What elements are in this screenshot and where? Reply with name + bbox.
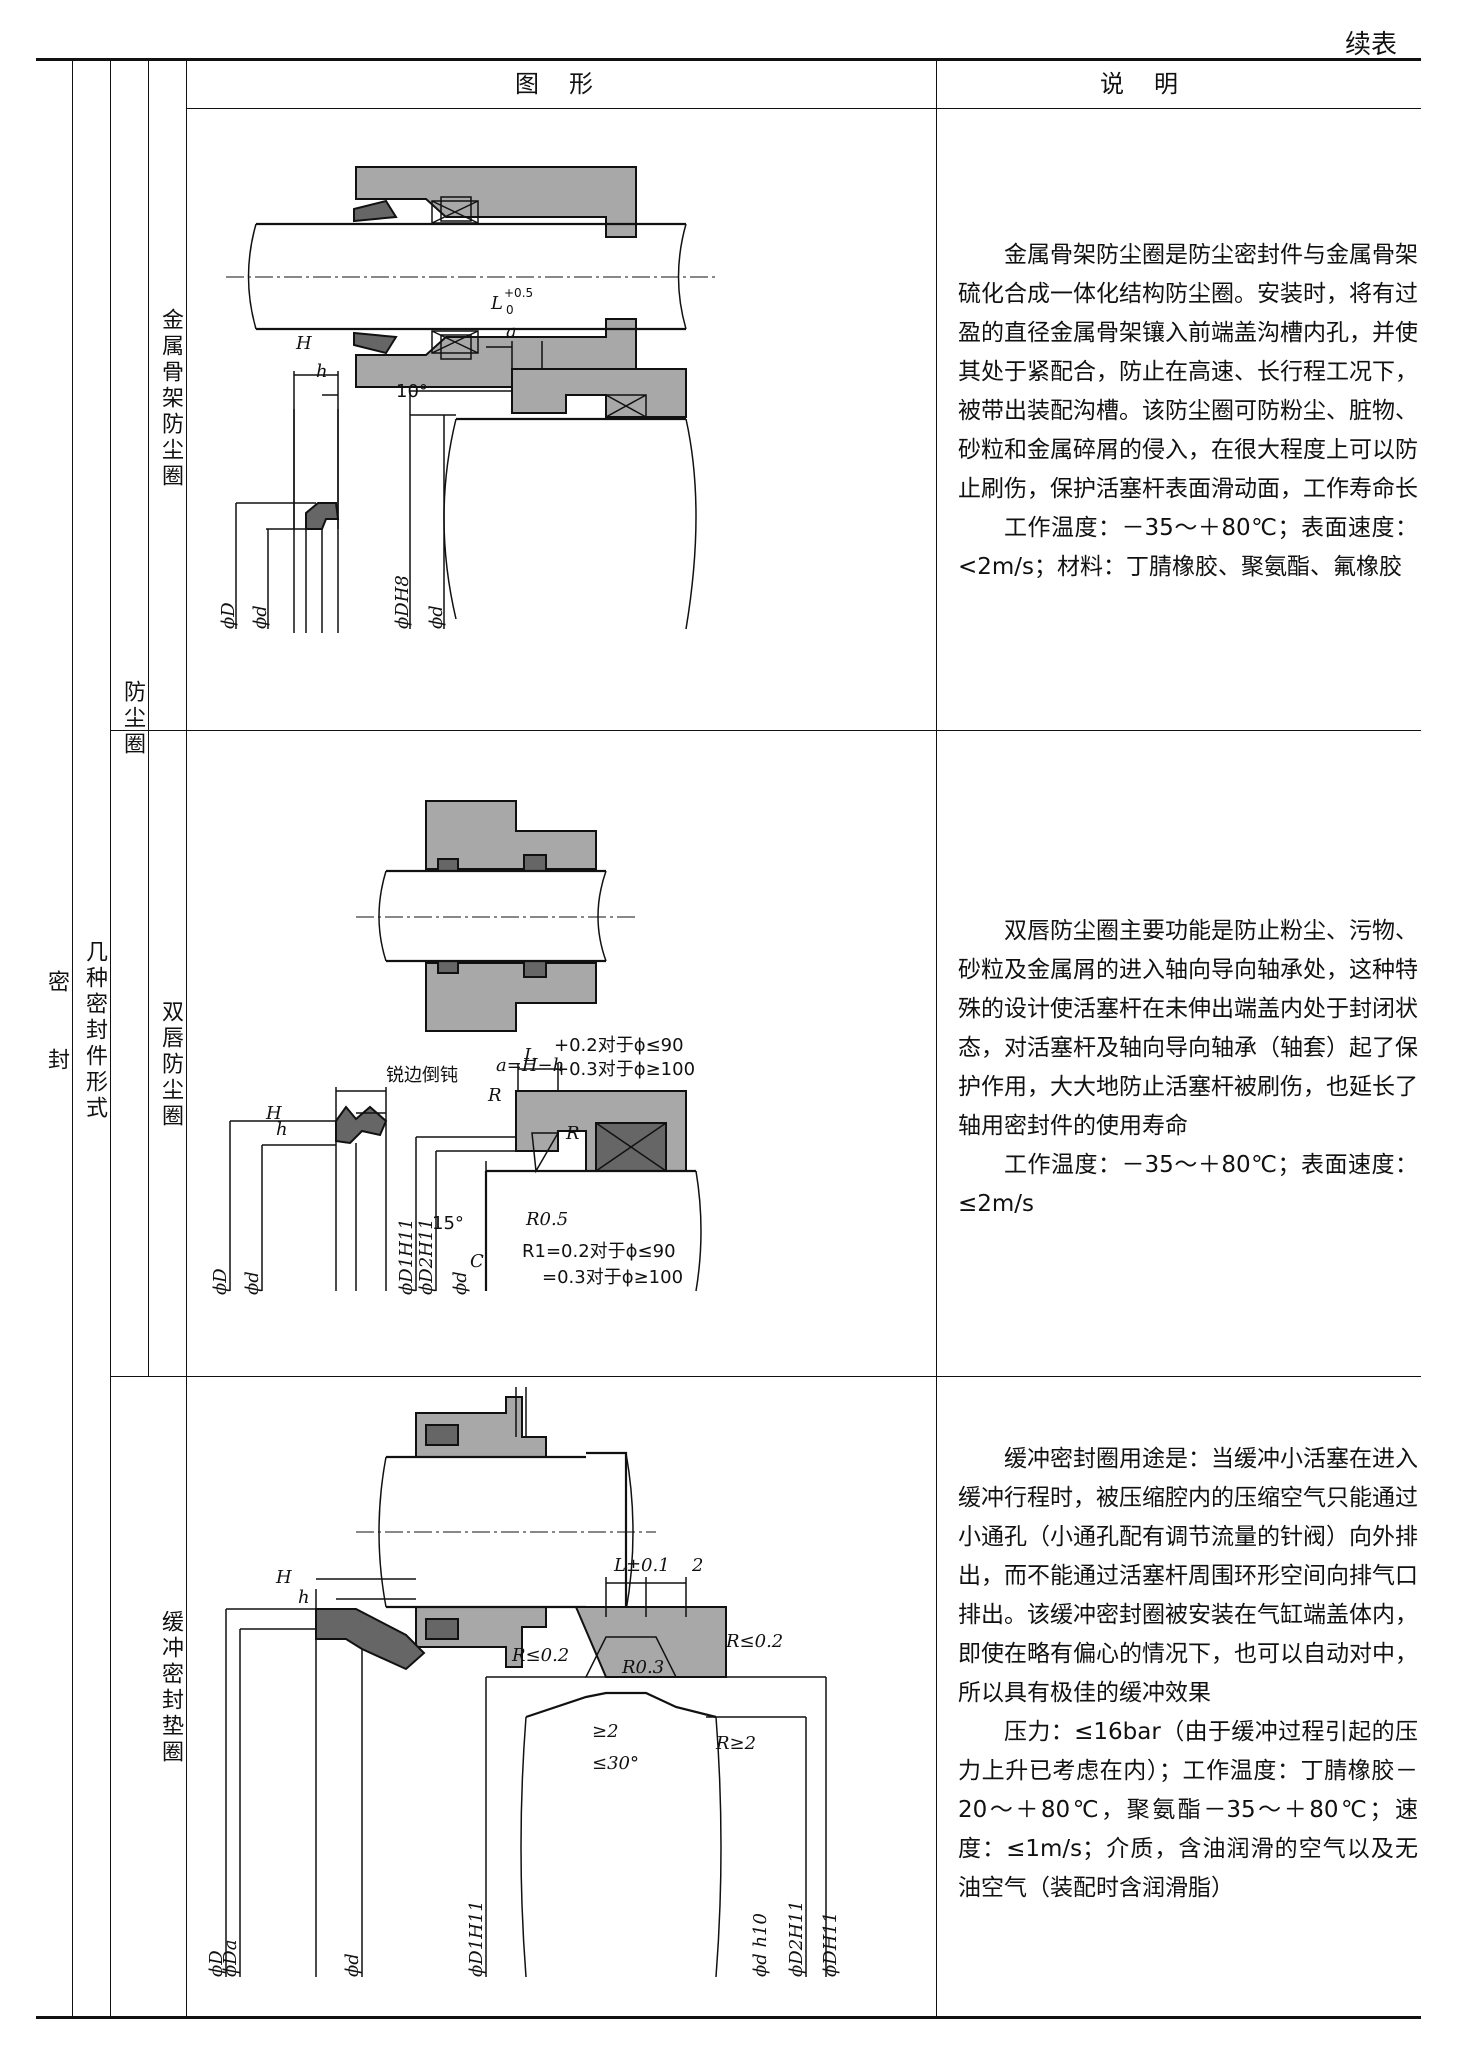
svg-text:R≥2: R≥2	[715, 1733, 756, 1754]
svg-text:R0.5: R0.5	[525, 1209, 568, 1230]
svg-text:R0.3: R0.3	[621, 1657, 664, 1678]
svg-text:ϕd: ϕd	[426, 605, 447, 629]
svg-text:2: 2	[691, 1555, 703, 1576]
svg-text:ϕD2H11: ϕD2H11	[786, 1900, 807, 1977]
row3-seal-section	[225, 1578, 426, 1977]
row1-desc-para-2: 工作温度：－35～＋80℃；表面速度：<2m/s；材料：丁腈橡胶、聚氨酯、氟橡胶	[958, 515, 1418, 580]
row1-assembly-drawing	[226, 166, 716, 388]
row1-groove-section	[409, 341, 697, 630]
svg-text:ϕd: ϕd	[342, 1953, 363, 1977]
row2-assembly-drawing	[356, 800, 636, 1032]
row3-name: 缓冲密封垫圈	[158, 1610, 183, 1766]
svg-text:R: R	[487, 1085, 502, 1106]
svg-text:a: a	[506, 321, 517, 342]
svg-text:ϕD: ϕD	[206, 1950, 227, 1977]
header-description: 说明	[1100, 70, 1208, 98]
row2-groove-section	[415, 1063, 702, 1292]
svg-text:ϕD2H11: ϕD2H11	[416, 1218, 437, 1295]
svg-text:h: h	[298, 1587, 310, 1608]
svg-text:ϕDa: ϕDa	[220, 1940, 241, 1977]
header-rule	[186, 108, 1421, 109]
svg-text:R1=0.2对于ϕ≤90: R1=0.2对于ϕ≤90	[522, 1241, 676, 1262]
row3-desc-para-2: 压力：≤16bar（由于缓冲过程引起的压力上升已考虑在内）；工作温度：丁腈橡胶－…	[958, 1719, 1418, 1901]
row2-figure: a=H−h H h ϕD ϕd 锐边倒钝 R R L +0.2对于ϕ≤90 +0…	[210, 800, 702, 1295]
row2-desc-para-2: 工作温度：－35～＋80℃；表面速度：≤2m/s	[958, 1152, 1418, 1217]
row2-seal-section	[229, 1087, 388, 1291]
svg-text:锐边倒钝: 锐边倒钝	[386, 1065, 458, 1086]
svg-text:10°: 10°	[396, 381, 428, 402]
svg-text:R≤0.2: R≤0.2	[511, 1645, 569, 1666]
svg-text:≥2: ≥2	[592, 1721, 619, 1742]
row1-description: 金属骨架防尘圈是防尘密封件与金属骨架硫化合成一体化结构防尘圈。安装时，将有过盈的…	[958, 236, 1418, 587]
col-divider-4	[186, 58, 187, 2016]
svg-text:H: H	[275, 1567, 292, 1588]
col-divider-3	[148, 58, 149, 1376]
svg-text:ϕD: ϕD	[210, 1268, 231, 1295]
category-seal-types: 几种密封件形式	[82, 940, 107, 1122]
svg-text:L: L	[523, 1045, 536, 1066]
row2-description: 双唇防尘圈主要功能是防止粉尘、污物、砂粒及金属屑的进入轴向导向轴承处，这种特殊的…	[958, 912, 1418, 1224]
svg-text:h: h	[316, 361, 328, 382]
svg-text:R≤0.2: R≤0.2	[725, 1631, 783, 1652]
svg-text:+0.5: +0.5	[504, 286, 533, 300]
svg-text:h: h	[276, 1119, 288, 1140]
svg-text:ϕd: ϕd	[242, 1271, 263, 1295]
row2-rule	[110, 1376, 1421, 1377]
continued-label: 续表	[1344, 30, 1397, 60]
svg-text:=0.3对于ϕ≥100: =0.3对于ϕ≥100	[542, 1267, 683, 1288]
svg-text:ϕD: ϕD	[218, 602, 239, 629]
svg-text:a=H−h: a=H−h	[496, 1055, 564, 1076]
svg-text:ϕd h10: ϕd h10	[750, 1913, 771, 1977]
svg-text:L: L	[490, 293, 503, 314]
row3-groove-section	[485, 1577, 827, 1978]
row3-desc-para-1: 缓冲密封圈用途是：当缓冲小活塞在进入缓冲行程时，被压缩腔内的压缩空气只能通过小通…	[958, 1446, 1418, 1706]
svg-text:R: R	[565, 1123, 580, 1144]
svg-text:H: H	[265, 1103, 282, 1124]
row1-rule	[148, 730, 1421, 731]
category-seal: 密封	[44, 970, 69, 1126]
header-figure: 图形	[515, 70, 623, 98]
svg-text:0: 0	[506, 303, 514, 317]
col3-end-rule	[110, 730, 148, 731]
svg-text:ϕDH8: ϕDH8	[392, 575, 413, 629]
row2-name: 双唇防尘圈	[158, 1000, 183, 1130]
svg-text:L±0.1: L±0.1	[613, 1555, 670, 1576]
svg-text:ϕd: ϕd	[250, 605, 271, 629]
svg-text:ϕDH11: ϕDH11	[820, 1912, 841, 1977]
table-bottom-rule	[36, 2016, 1421, 2019]
svg-text:+0.2对于ϕ≤90: +0.2对于ϕ≤90	[554, 1035, 684, 1056]
svg-text:15°: 15°	[432, 1213, 464, 1234]
category-dust-ring: 防尘圈	[120, 680, 145, 758]
svg-text:ϕd: ϕd	[450, 1271, 471, 1295]
row1-seal-section	[235, 371, 340, 633]
row3-figure: H h ϕD ϕDa ϕd L±0.1 2 R≤0.2 R≤0.2 R0.3 ≥…	[206, 1387, 841, 1978]
svg-text:H: H	[295, 333, 312, 354]
svg-text:ϕD1H11: ϕD1H11	[396, 1218, 417, 1295]
row1-name: 金属骨架防尘圈	[158, 308, 183, 490]
row1-desc-para-1: 金属骨架防尘圈是防尘密封件与金属骨架硫化合成一体化结构防尘圈。安装时，将有过盈的…	[958, 242, 1418, 502]
svg-text:≤30°: ≤30°	[592, 1753, 639, 1774]
row1-figure: H h a L+0.5 0 10° ϕD ϕd ϕDH8 ϕd	[218, 166, 716, 633]
col-divider-1	[72, 58, 73, 2016]
col-divider-5	[936, 58, 937, 2016]
svg-text:+0.3对于ϕ≥100: +0.3对于ϕ≥100	[554, 1059, 695, 1080]
svg-text:C: C	[470, 1251, 484, 1272]
row2-desc-para-1: 双唇防尘圈主要功能是防止粉尘、污物、砂粒及金属屑的进入轴向导向轴承处，这种特殊的…	[958, 918, 1418, 1139]
row3-assembly-drawing	[356, 1387, 656, 1668]
table-top-rule	[36, 58, 1421, 61]
col-divider-2	[110, 58, 111, 2016]
svg-text:ϕD1H11: ϕD1H11	[466, 1900, 487, 1977]
row3-description: 缓冲密封圈用途是：当缓冲小活塞在进入缓冲行程时，被压缩腔内的压缩空气只能通过小通…	[958, 1440, 1418, 1908]
